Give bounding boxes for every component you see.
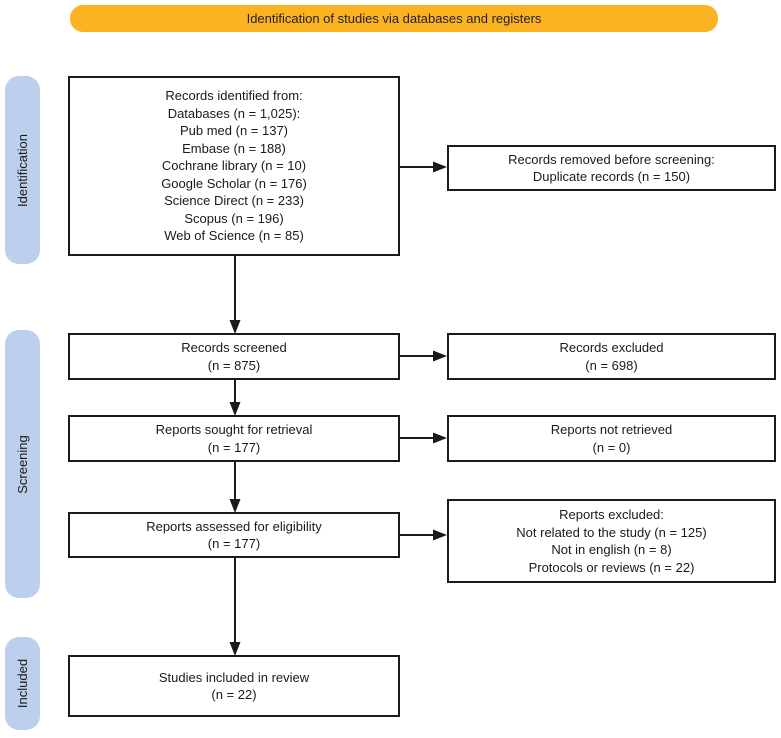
stage-bar-identification: Identification xyxy=(5,76,40,264)
box-records-excluded: Records excluded (n = 698) xyxy=(447,333,776,380)
box-line: (n = 875) xyxy=(207,357,261,373)
stage-bar-screening: Screening xyxy=(5,330,40,598)
box-line: Databases (n = 1,025): xyxy=(167,105,301,121)
box-studies-included: Studies included in review (n = 22) xyxy=(68,655,400,717)
stage-label-included: Included xyxy=(15,658,30,709)
box-line: Reports assessed for eligibility xyxy=(146,518,322,534)
arrowhead-screened-to-sought xyxy=(229,402,241,416)
arrowhead-assessed-to-included xyxy=(229,642,241,656)
box-records-identified: Records identified from: Databases (n = … xyxy=(68,76,400,256)
box-line: (n = 177) xyxy=(207,439,261,455)
box-line: Studies included in review xyxy=(158,669,310,685)
box-reports-excluded: Reports excluded: Not related to the stu… xyxy=(447,499,776,583)
arrowhead-assessed-to-reports-excluded xyxy=(433,529,447,541)
box-line: (n = 0) xyxy=(592,439,631,455)
box-line: Reports sought for retrieval xyxy=(155,422,313,437)
arrowhead-sought-to-not-retrieved xyxy=(433,432,447,444)
box-line: Records removed before screening: xyxy=(508,151,715,167)
box-line: Google Scholar (n = 176) xyxy=(161,175,307,191)
box-line: Not in english (n = 8) xyxy=(551,542,672,557)
arrowhead-identified-to-screened xyxy=(229,320,241,334)
box-line: Cochrane library (n = 10) xyxy=(161,158,307,174)
box-line: Web of Science (n = 85) xyxy=(164,228,304,244)
box-line: Records screened xyxy=(181,340,287,355)
stage-label-screening: Screening xyxy=(15,434,31,494)
box-line: Not related to the study (n = 125) xyxy=(516,524,707,540)
stage-bar-included: Included xyxy=(5,637,40,730)
box-line: Records excluded xyxy=(559,340,664,355)
title-banner: Identification of studies via databases … xyxy=(70,5,718,32)
box-line: Reports not retrieved xyxy=(550,422,673,437)
title-banner-label: Identification of studies via databases … xyxy=(246,11,542,26)
box-reports-assessed: Reports assessed for eligibility (n = 17… xyxy=(68,512,400,558)
box-reports-sought: Reports sought for retrieval (n = 177) xyxy=(68,415,400,462)
box-records-removed: Records removed before screening: Duplic… xyxy=(447,145,776,191)
box-line: Pub med (n = 137) xyxy=(179,123,289,139)
box-line: Duplicate records (n = 150) xyxy=(532,169,691,184)
arrowhead-sought-to-assessed xyxy=(229,499,241,513)
arrowhead-identified-to-removed xyxy=(433,161,447,173)
box-line: Embase (n = 188) xyxy=(182,140,286,156)
box-line: (n = 698) xyxy=(585,357,638,373)
box-line: (n = 177) xyxy=(207,536,261,551)
arrowhead-screened-to-excluded xyxy=(433,350,447,362)
box-line: Science Direct (n = 233) xyxy=(164,193,304,209)
box-reports-not-retrieved: Reports not retrieved (n = 0) xyxy=(447,415,776,462)
box-line: Scopus (n = 196) xyxy=(184,210,284,226)
box-records-screened: Records screened (n = 875) xyxy=(68,333,400,380)
box-line: Records identified from: xyxy=(165,88,303,104)
stage-label-identification: Identification xyxy=(15,133,30,207)
box-line: Reports excluded: xyxy=(559,507,664,522)
box-line: (n = 22) xyxy=(211,687,257,702)
box-line: Protocols or reviews (n = 22) xyxy=(528,559,695,575)
